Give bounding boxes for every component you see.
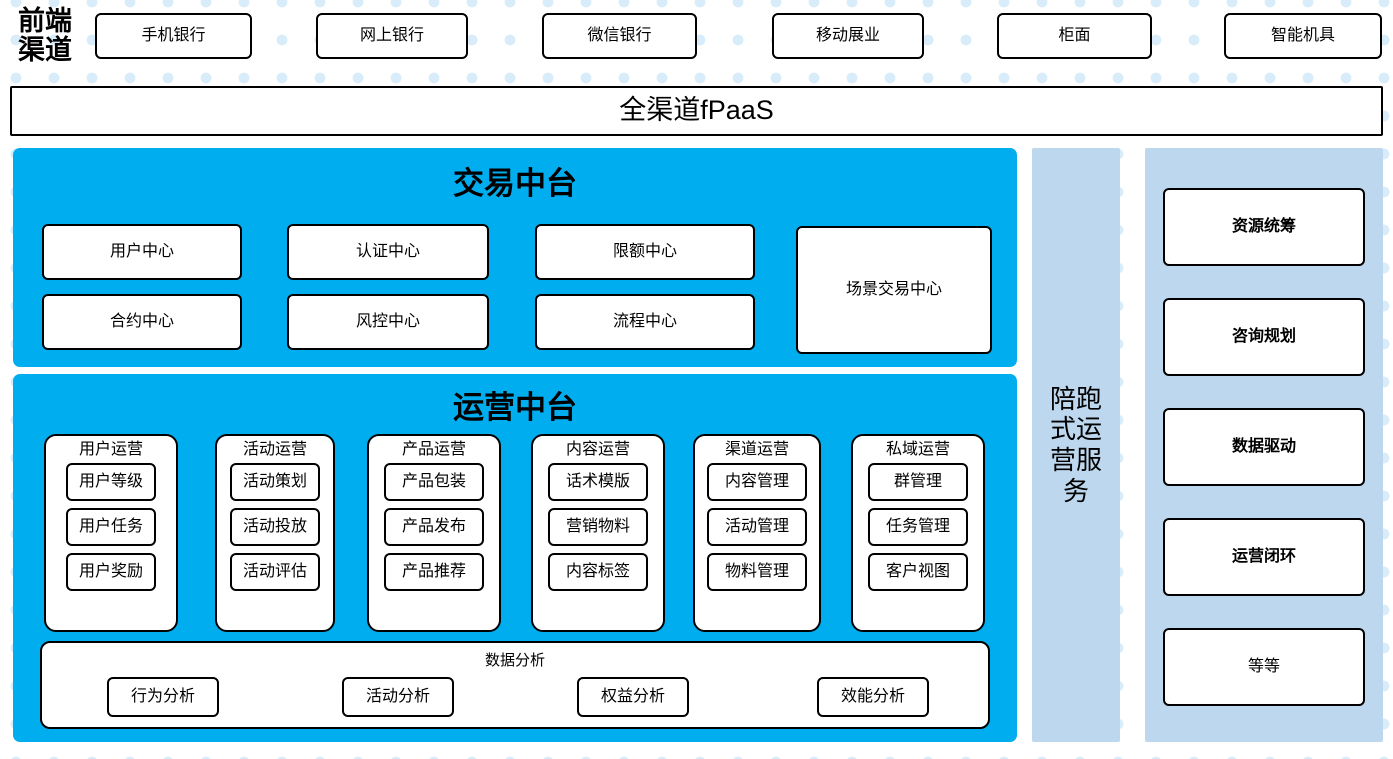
ops-item-content-management[interactable]: 内容管理 — [707, 463, 807, 501]
trade-node-user-center[interactable]: 用户中心 — [42, 224, 242, 280]
ops-item-material-management[interactable]: 物料管理 — [707, 553, 807, 591]
data-analysis-item-behavior[interactable]: 行为分析 — [107, 677, 219, 717]
ops-group-title: 产品运营 — [401, 441, 466, 458]
accompany-operation-service-label: 陪跑 式运 营服 务 — [1045, 384, 1107, 507]
service-card-resource-coordination[interactable]: 资源统筹 — [1163, 188, 1365, 266]
trade-node-process-center[interactable]: 流程中心 — [535, 294, 755, 350]
trade-node-scenario-center[interactable]: 场景交易中心 — [796, 226, 992, 354]
channel-box-counter[interactable]: 柜面 — [997, 13, 1152, 59]
front-channel-label-line-2: 渠道 — [18, 35, 72, 65]
accompany-label-line-2: 式运 — [1049, 414, 1102, 445]
ops-group-title: 渠道运营 — [724, 441, 789, 458]
service-card-consulting-planning[interactable]: 咨询规划 — [1163, 298, 1365, 376]
ops-group-title: 内容运营 — [565, 441, 630, 458]
ops-group-items: 话术模版 营销物料 内容标签 — [533, 463, 663, 591]
ops-group-items: 产品包装 产品发布 产品推荐 — [369, 463, 499, 591]
ops-item-task-management[interactable]: 任务管理 — [868, 508, 968, 546]
omnichannel-fpaas-bar[interactable]: 全渠道fPaaS — [10, 86, 1383, 136]
ops-group-items: 用户等级 用户任务 用户奖励 — [46, 463, 176, 591]
ops-group-product-operations: 产品运营 产品包装 产品发布 产品推荐 — [367, 434, 501, 632]
ops-group-title: 用户运营 — [78, 441, 143, 458]
accompany-operation-service-column: 陪跑 式运 营服 务 — [1032, 148, 1120, 742]
ops-group-items: 活动策划 活动投放 活动评估 — [217, 463, 333, 591]
ops-platform-title: 运营中台 — [453, 390, 577, 425]
data-analysis-item-campaign[interactable]: 活动分析 — [342, 677, 454, 717]
ops-item-script-template[interactable]: 话术模版 — [548, 463, 648, 501]
trade-node-auth-center[interactable]: 认证中心 — [287, 224, 489, 280]
front-channel-label: 前端 渠道 — [2, 2, 88, 70]
ops-group-items: 内容管理 活动管理 物料管理 — [695, 463, 819, 591]
ops-group-items: 群管理 任务管理 客户视图 — [853, 463, 983, 591]
ops-group-title: 活动运营 — [242, 441, 307, 458]
channel-box-wechat-bank[interactable]: 微信银行 — [542, 13, 697, 59]
ops-item-marketing-material[interactable]: 营销物料 — [548, 508, 648, 546]
ops-item-content-tag[interactable]: 内容标签 — [548, 553, 648, 591]
data-analysis-title: 数据分析 — [484, 652, 545, 669]
ops-group-campaign-operations: 活动运营 活动策划 活动投放 活动评估 — [215, 434, 335, 632]
ops-item-customer-view[interactable]: 客户视图 — [868, 553, 968, 591]
channel-box-smart-device[interactable]: 智能机具 — [1224, 13, 1382, 59]
accompany-label-line-1: 陪跑 — [1049, 383, 1102, 414]
ops-item-campaign-management[interactable]: 活动管理 — [707, 508, 807, 546]
trade-platform-title: 交易中台 — [453, 166, 577, 201]
ops-item-user-level[interactable]: 用户等级 — [66, 463, 156, 501]
channel-box-mobile-field[interactable]: 移动展业 — [772, 13, 924, 59]
ops-item-group-management[interactable]: 群管理 — [868, 463, 968, 501]
trade-node-limit-center[interactable]: 限额中心 — [535, 224, 755, 280]
data-analysis-item-benefit[interactable]: 权益分析 — [577, 677, 689, 717]
ops-group-title: 私域运营 — [885, 441, 950, 458]
ops-group-content-operations: 内容运营 话术模版 营销物料 内容标签 — [531, 434, 665, 632]
trade-node-risk-center[interactable]: 风控中心 — [287, 294, 489, 350]
ops-item-user-task[interactable]: 用户任务 — [66, 508, 156, 546]
ops-item-product-release[interactable]: 产品发布 — [384, 508, 484, 546]
data-analysis-panel: 数据分析 行为分析 活动分析 权益分析 效能分析 — [40, 641, 990, 729]
service-card-data-driven[interactable]: 数据驱动 — [1163, 408, 1365, 486]
channel-box-mobile-bank[interactable]: 手机银行 — [95, 13, 252, 59]
ops-item-product-recommendation[interactable]: 产品推荐 — [384, 553, 484, 591]
trade-node-contract-center[interactable]: 合约中心 — [42, 294, 242, 350]
ops-group-channel-operations: 渠道运营 内容管理 活动管理 物料管理 — [693, 434, 821, 632]
ops-group-user-operations: 用户运营 用户等级 用户任务 用户奖励 — [44, 434, 178, 632]
ops-item-campaign-delivery[interactable]: 活动投放 — [230, 508, 320, 546]
service-cards-column: 资源统筹 咨询规划 数据驱动 运营闭环 等等 — [1145, 148, 1383, 742]
accompany-label-line-4: 务 — [1062, 475, 1089, 506]
front-channel-label-line-1: 前端 — [18, 5, 72, 36]
ops-item-product-packaging[interactable]: 产品包装 — [384, 463, 484, 501]
accompany-label-line-3: 营服 — [1049, 445, 1102, 475]
ops-item-campaign-planning[interactable]: 活动策划 — [230, 463, 320, 501]
service-card-etc[interactable]: 等等 — [1163, 628, 1365, 706]
ops-group-private-domain-operations: 私域运营 群管理 任务管理 客户视图 — [851, 434, 985, 632]
ops-item-user-reward[interactable]: 用户奖励 — [66, 553, 156, 591]
data-analysis-item-performance[interactable]: 效能分析 — [817, 677, 929, 717]
service-card-operation-closed-loop[interactable]: 运营闭环 — [1163, 518, 1365, 596]
channel-box-online-bank[interactable]: 网上银行 — [316, 13, 468, 59]
ops-item-campaign-evaluation[interactable]: 活动评估 — [230, 553, 320, 591]
